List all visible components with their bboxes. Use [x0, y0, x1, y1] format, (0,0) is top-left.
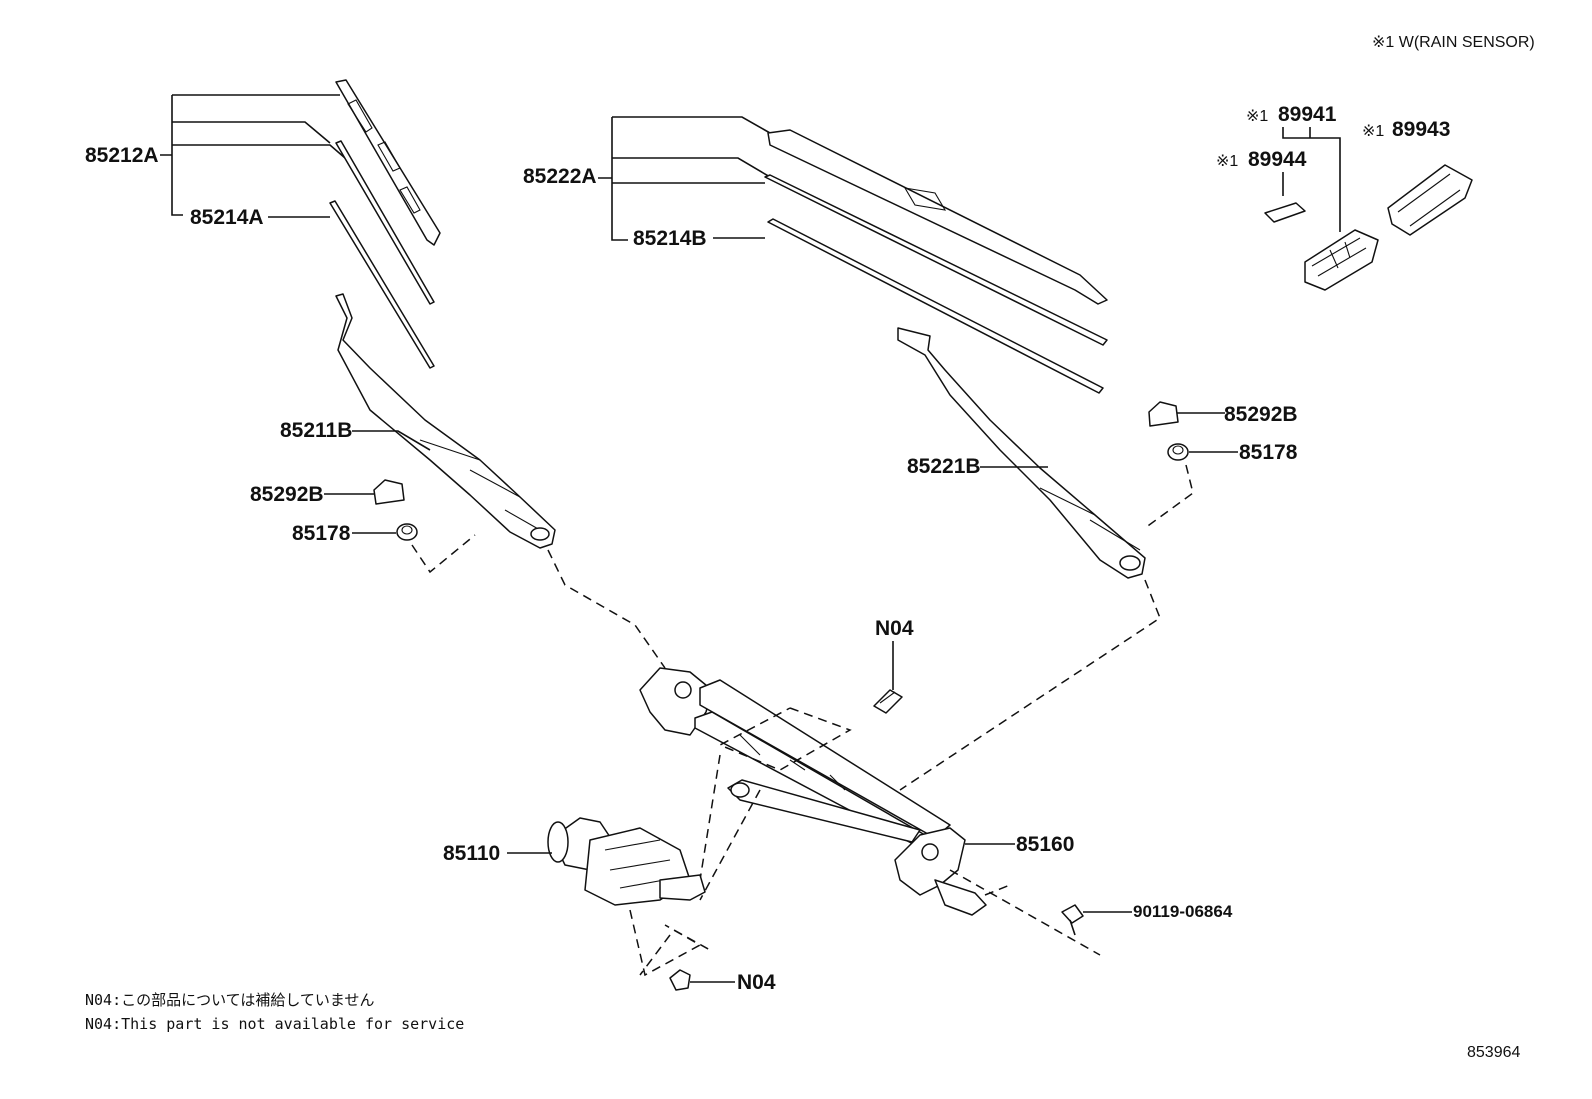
left-blade-group: 85212A 85214A — [85, 79, 441, 369]
label-90119-06864: 90119-06864 — [1133, 902, 1233, 921]
label-89944: 89944 — [1248, 148, 1307, 171]
label-85110: 85110 — [443, 842, 500, 865]
label-N04-top: N04 — [875, 617, 914, 640]
label-85292B-right: 85292B — [1224, 403, 1298, 426]
label-85214B: 85214B — [633, 227, 707, 250]
left-arm-group: 85211B 85292B 85178 — [250, 293, 666, 669]
mark-89944: ※1 — [1216, 153, 1238, 170]
label-85214A: 85214A — [190, 206, 264, 229]
label-85178-left: 85178 — [292, 522, 351, 545]
label-85222A: 85222A — [523, 165, 597, 188]
label-N04-bottom: N04 — [737, 971, 776, 994]
label-85211B: 85211B — [280, 419, 352, 442]
label-85160: 85160 — [1016, 833, 1074, 856]
label-85292B-left: 85292B — [250, 483, 324, 506]
right-blade-group: 85222A 85214B — [523, 116, 1108, 394]
right-arm-group: 85221B 85292B 85178 — [897, 327, 1298, 791]
n04-cap-bottom: N04 — [669, 969, 776, 994]
label-89943: 89943 — [1392, 118, 1450, 141]
linkage-85160: 85160 — [629, 667, 1101, 977]
label-85221B: 85221B — [907, 455, 981, 478]
rain-sensor-group: ※1 89941 ※1 89944 ※1 89943 — [1216, 103, 1473, 291]
n04-bolt-top: N04 — [873, 617, 914, 714]
mark-89941: ※1 — [1246, 108, 1268, 125]
footnote-en: N04:This part is not available for servi… — [85, 1015, 464, 1033]
label-85212A: 85212A — [85, 144, 159, 167]
mark-89943: ※1 — [1362, 123, 1384, 140]
screw-90119-06864: 90119-06864 — [1061, 902, 1233, 936]
label-89941: 89941 — [1278, 103, 1337, 126]
label-85178-right: 85178 — [1239, 441, 1298, 464]
diagram-code: 853964 — [1467, 1044, 1520, 1061]
motor-85110: 85110 — [443, 817, 706, 906]
footnote-jp: N04:この部品については補給していません — [85, 991, 374, 1009]
rain-sensor-note: ※1 W(RAIN SENSOR) — [1372, 34, 1535, 51]
